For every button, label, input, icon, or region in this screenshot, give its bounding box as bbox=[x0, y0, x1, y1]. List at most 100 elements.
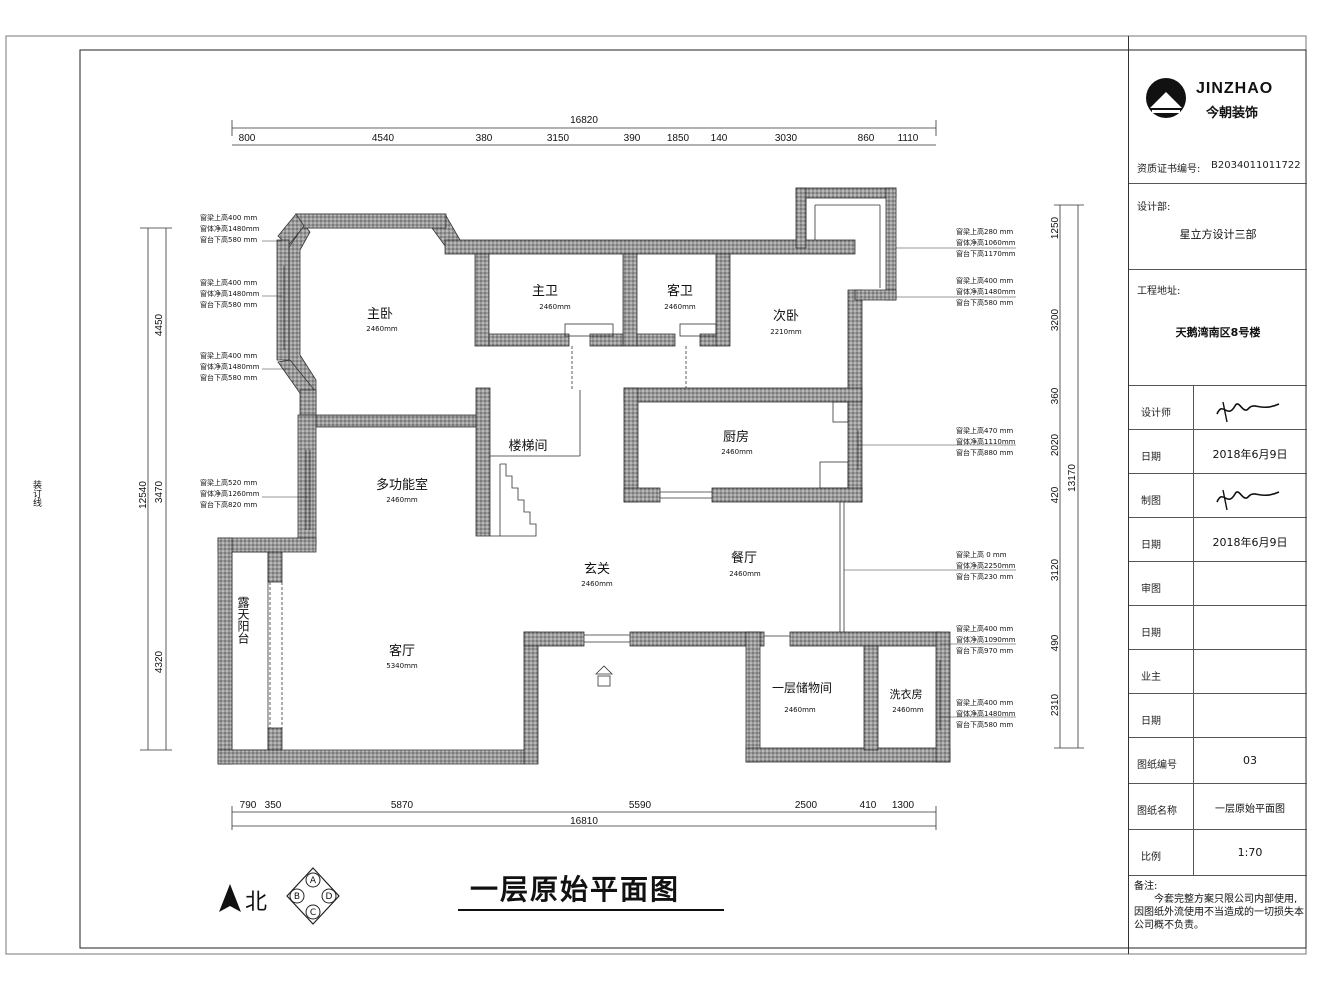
window-note: 窗梁上高400 mm bbox=[956, 698, 1013, 707]
compass-letter: C bbox=[310, 908, 316, 918]
room-height: 2460mm bbox=[729, 570, 761, 578]
binding-line-label: 装订线 bbox=[31, 480, 41, 507]
dim-top-seg: 380 bbox=[476, 133, 493, 144]
signature-icon bbox=[1216, 489, 1280, 511]
tb-row-label: 图纸编号 bbox=[1137, 760, 1177, 771]
tb-row-drafter: 制图 bbox=[1129, 474, 1307, 518]
dim-left-seg: 4320 bbox=[154, 650, 165, 673]
window-note: 窗梁上高280 mm bbox=[956, 227, 1013, 236]
window-note: 窗梁上高400 mm bbox=[956, 276, 1013, 285]
tb-row-drawing-name: 图纸名称 一层原始平面图 bbox=[1129, 784, 1307, 830]
tb-row-label: 日期 bbox=[1141, 452, 1161, 463]
dim-top-seg: 1110 bbox=[898, 133, 919, 144]
dim-right-total: 13170 bbox=[1067, 464, 1078, 492]
cert-row: 资质证书编号: B2034011011722 bbox=[1129, 146, 1307, 184]
compass-icon: A B C D bbox=[286, 867, 340, 925]
tb-row-label: 日期 bbox=[1141, 540, 1161, 551]
window-note: 窗梁上高400 mm bbox=[200, 351, 257, 360]
room-height: 5340mm bbox=[386, 662, 418, 670]
window-note: 窗台下高880 mm bbox=[956, 448, 1013, 457]
window-note: 窗台下高580 mm bbox=[200, 300, 257, 309]
dim-bottom-seg: 790 bbox=[240, 800, 257, 811]
dim-bottom-seg: 410 bbox=[860, 800, 877, 811]
tb-row-value: 2018年6月9日 bbox=[1212, 448, 1288, 461]
dim-right-seg: 490 bbox=[1050, 634, 1061, 651]
dim-right-seg: 420 bbox=[1050, 486, 1061, 503]
openings bbox=[231, 198, 941, 751]
room-height: 2460mm bbox=[892, 706, 924, 714]
window-note: 窗台下高580 mm bbox=[956, 298, 1013, 307]
tb-row-label: 业主 bbox=[1141, 672, 1161, 683]
north-label: 北 bbox=[245, 890, 268, 915]
dim-top-seg: 140 bbox=[711, 133, 728, 144]
room-name: 餐厅 bbox=[731, 550, 757, 566]
dim-top-seg: 800 bbox=[239, 133, 256, 144]
walls bbox=[217, 187, 951, 765]
room-height: 2460mm bbox=[784, 706, 816, 714]
drawing-title: 一层原始平面图 bbox=[470, 873, 681, 906]
window-note: 窗梁上高400 mm bbox=[200, 278, 257, 287]
tb-row-owner: 业主 bbox=[1129, 650, 1307, 694]
compass-letter: B bbox=[294, 892, 300, 902]
notes-block: 备注: 今套完整方案只限公司内部使用,因图纸外流使用不当造成的一切损失本公司概不… bbox=[1134, 880, 1304, 932]
dimension-lines bbox=[140, 120, 1084, 830]
room-name: 主卫 bbox=[532, 284, 558, 299]
room-name: 洗衣房 bbox=[890, 687, 923, 701]
dept-row: 设计部: 星立方设计三部 bbox=[1129, 184, 1307, 270]
room-height: 2460mm bbox=[664, 303, 696, 311]
window-note: 窗梁上高520 mm bbox=[200, 478, 257, 487]
dim-left-total: 12540 bbox=[138, 481, 149, 509]
window-note: 窗台下高580 mm bbox=[200, 235, 257, 244]
dim-top-seg: 1850 bbox=[667, 133, 690, 144]
brand-name: JINZHAO bbox=[1196, 80, 1274, 97]
tb-row-label: 比例 bbox=[1141, 852, 1161, 863]
leader-lines bbox=[262, 240, 1016, 718]
window-note: 窗梁上高 0 mm bbox=[956, 550, 1007, 559]
window-note: 窗梁上高400 mm bbox=[200, 213, 257, 222]
window-note: 窗体净高1480mm bbox=[956, 287, 1016, 296]
tb-row-value: 一层原始平面图 bbox=[1215, 804, 1285, 815]
window-note: 窗梁上高470 mm bbox=[956, 426, 1013, 435]
dim-right-seg: 360 bbox=[1050, 387, 1061, 404]
tb-row-value: 1:70 bbox=[1237, 846, 1263, 859]
tb-row-date: 日期 2018年6月9日 bbox=[1129, 430, 1307, 474]
window-note: 窗梁上高400 mm bbox=[956, 624, 1013, 633]
window-note: 窗体净高1090mm bbox=[956, 635, 1016, 644]
dim-left-seg: 4450 bbox=[154, 313, 165, 336]
dim-right-seg: 3200 bbox=[1050, 308, 1061, 331]
tb-row-label: 制图 bbox=[1141, 496, 1161, 507]
tb-row-value: 03 bbox=[1243, 754, 1257, 767]
notes-text: 今套完整方案只限公司内部使用,因图纸外流使用不当造成的一切损失本公司概不负责。 bbox=[1134, 894, 1304, 931]
dept-value: 星立方设计三部 bbox=[1179, 228, 1257, 241]
dim-top-seg: 3150 bbox=[547, 133, 570, 144]
jinzhao-logo-icon bbox=[1146, 78, 1186, 118]
window-note: 窗体净高1480mm bbox=[956, 709, 1016, 718]
tb-row-date: 日期 bbox=[1129, 606, 1307, 650]
tb-row-date: 日期 bbox=[1129, 694, 1307, 738]
window-note: 窗体净高1260mm bbox=[200, 489, 260, 498]
window-note: 窗体净高1110mm bbox=[956, 437, 1016, 446]
cert-value: B2034011011722 bbox=[1211, 160, 1301, 171]
dim-bottom-total: 16810 bbox=[570, 816, 598, 827]
dim-right-seg: 1250 bbox=[1050, 216, 1061, 239]
dim-top-seg: 860 bbox=[858, 133, 875, 144]
drawing-frame bbox=[79, 49, 1307, 949]
window-note: 窗体净高1480mm bbox=[200, 362, 260, 371]
room-name: 客厅 bbox=[389, 643, 415, 659]
window-note: 窗台下高970 mm bbox=[956, 646, 1013, 655]
window-note: 窗体净高2250mm bbox=[956, 561, 1016, 570]
room-name: 楼梯间 bbox=[508, 439, 547, 454]
room-name: 一层储物间 bbox=[772, 680, 832, 695]
tb-row-label: 审图 bbox=[1141, 584, 1161, 595]
tb-row-label: 日期 bbox=[1141, 716, 1161, 727]
dim-bottom-seg: 1300 bbox=[892, 800, 915, 811]
notes-label: 备注: bbox=[1134, 881, 1158, 892]
room-name: 露天阳台 bbox=[236, 596, 250, 644]
tb-row-value: 2018年6月9日 bbox=[1212, 536, 1288, 549]
compass-letter: A bbox=[310, 876, 317, 886]
tb-row-review: 审图 bbox=[1129, 562, 1307, 606]
window-note: 窗体净高1480mm bbox=[200, 224, 260, 233]
room-height: 2460mm bbox=[386, 496, 418, 504]
room-height: 2460mm bbox=[366, 325, 398, 333]
